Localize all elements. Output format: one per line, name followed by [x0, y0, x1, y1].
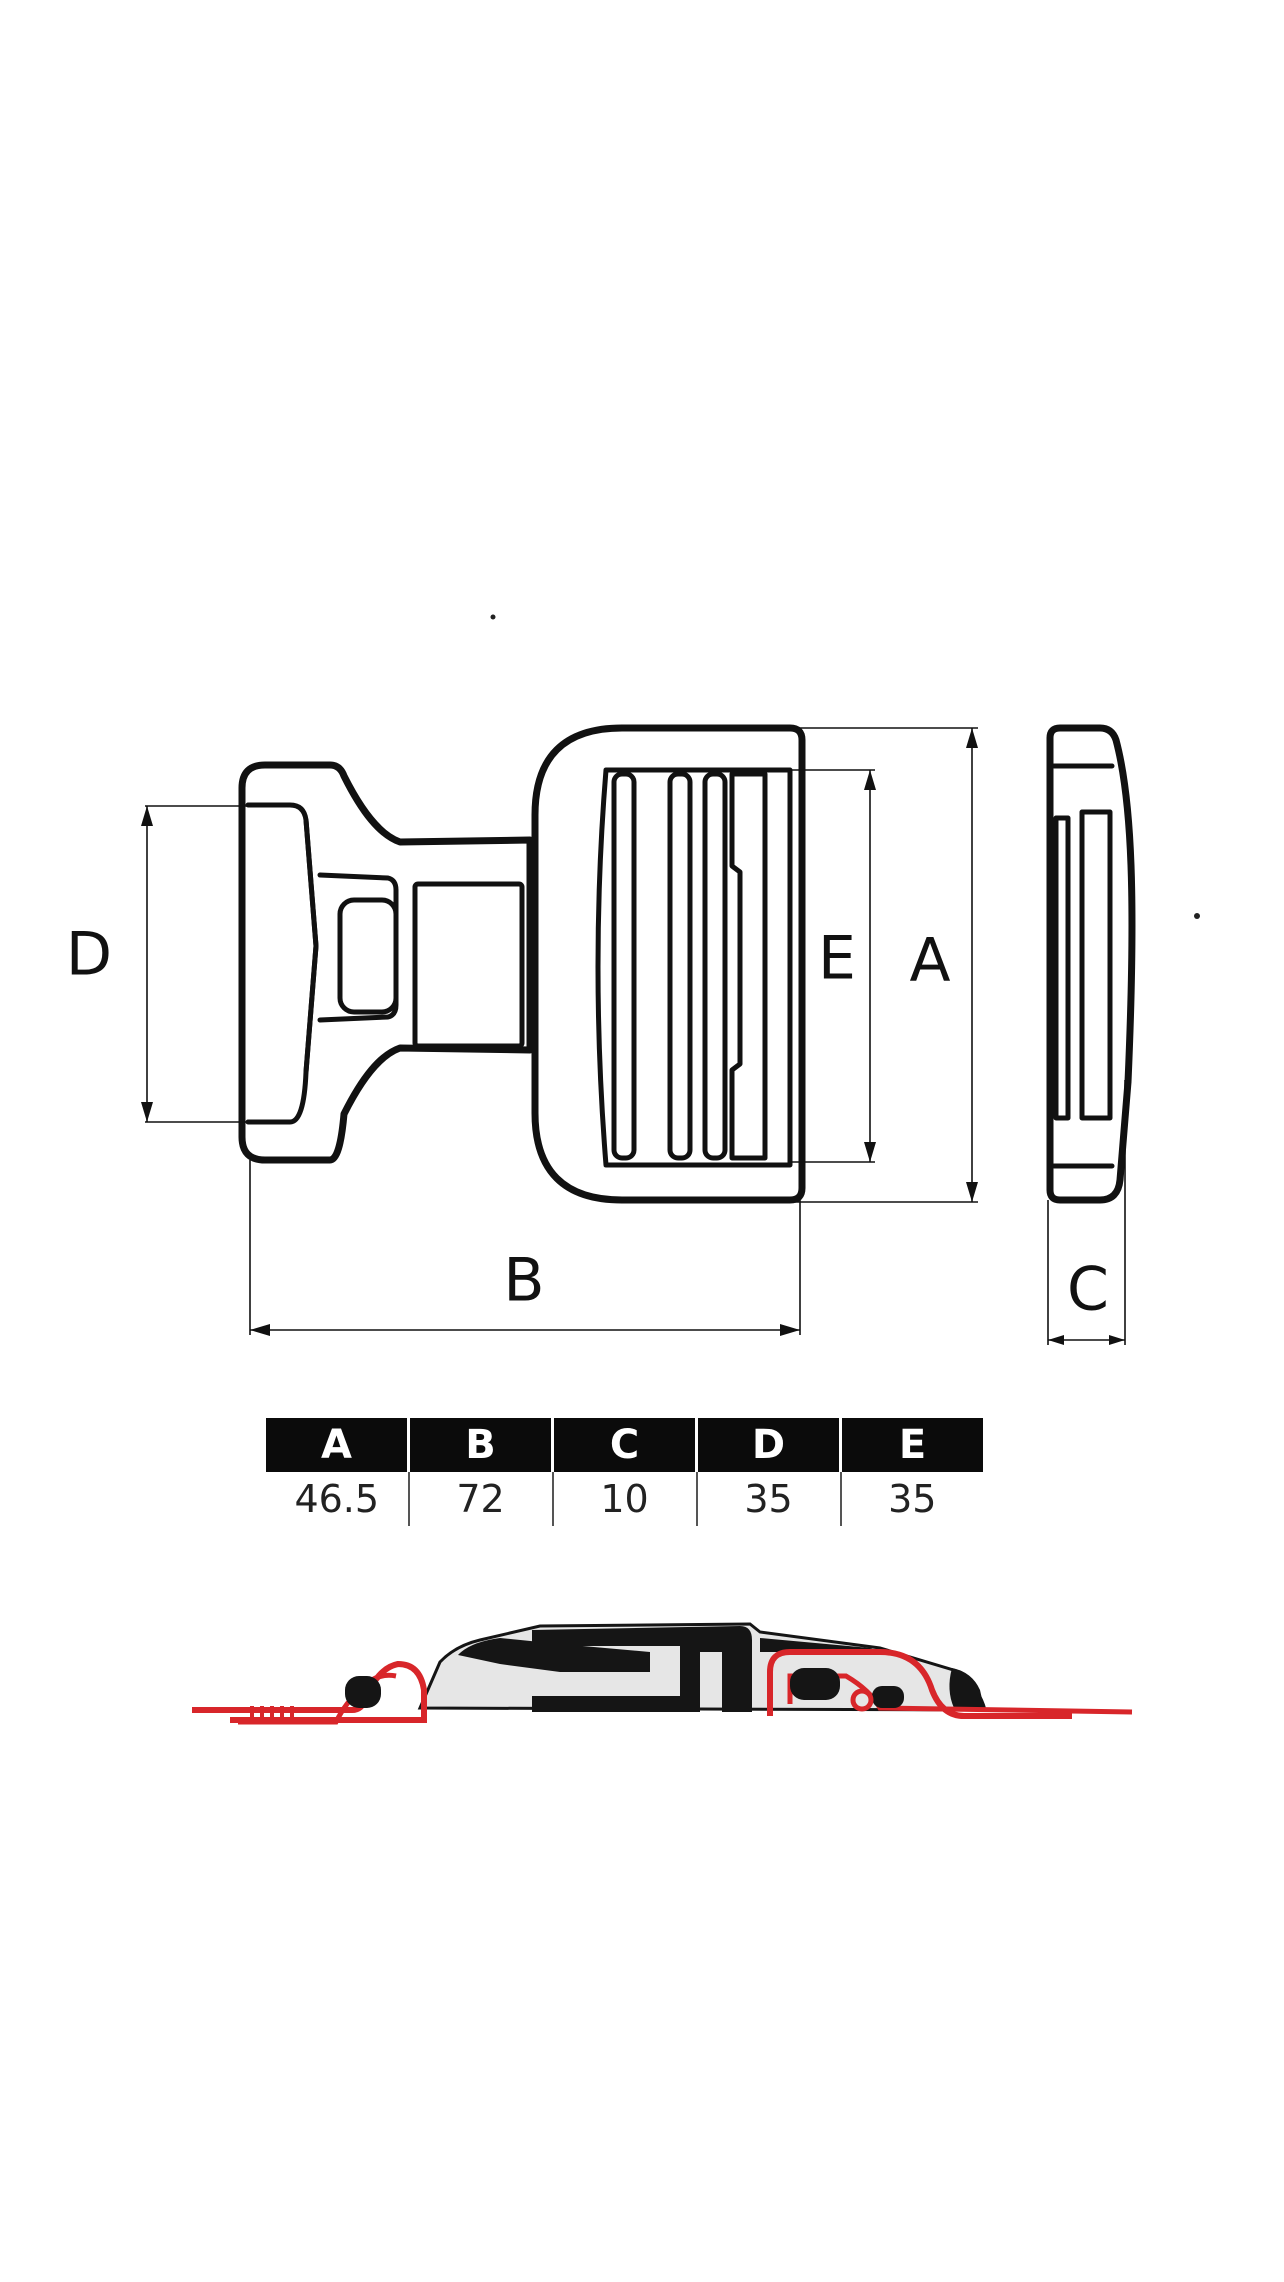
speck	[490, 614, 496, 620]
table-header-e: E	[839, 1418, 983, 1472]
dimension-label-e: E	[818, 924, 856, 994]
table-header-a: A	[266, 1418, 409, 1472]
dimensions-table-value-row: 46.5 72 10 35 35	[266, 1472, 983, 1526]
table-value-a: 46.5	[294, 1477, 380, 1521]
table-value-d: 35	[695, 1472, 841, 1526]
buckle-side-view	[1046, 724, 1136, 1204]
table-header-c: C	[551, 1418, 697, 1472]
dimension-label-d: D	[66, 920, 112, 990]
female-buckle-part	[531, 724, 806, 1204]
dimension-lines	[141, 727, 1126, 1345]
dimension-label-b: B	[503, 1246, 544, 1316]
table-header-d: D	[695, 1418, 841, 1472]
male-buckle-part	[238, 761, 534, 1164]
table-header-b: B	[407, 1418, 553, 1472]
dimension-label-c: C	[1067, 1255, 1109, 1325]
table-value-b: 72	[407, 1472, 553, 1526]
dimensions-table-header-row: A B C D E	[266, 1418, 983, 1472]
buckle-cross-section	[192, 1622, 1133, 1725]
table-value-c: 10	[551, 1472, 697, 1526]
dimension-label-a: A	[909, 926, 950, 996]
speck	[1194, 913, 1200, 919]
dimensions-table: A B C D E 46.5 72 10 35 35	[266, 1418, 983, 1526]
table-value-e: 35	[839, 1472, 983, 1526]
